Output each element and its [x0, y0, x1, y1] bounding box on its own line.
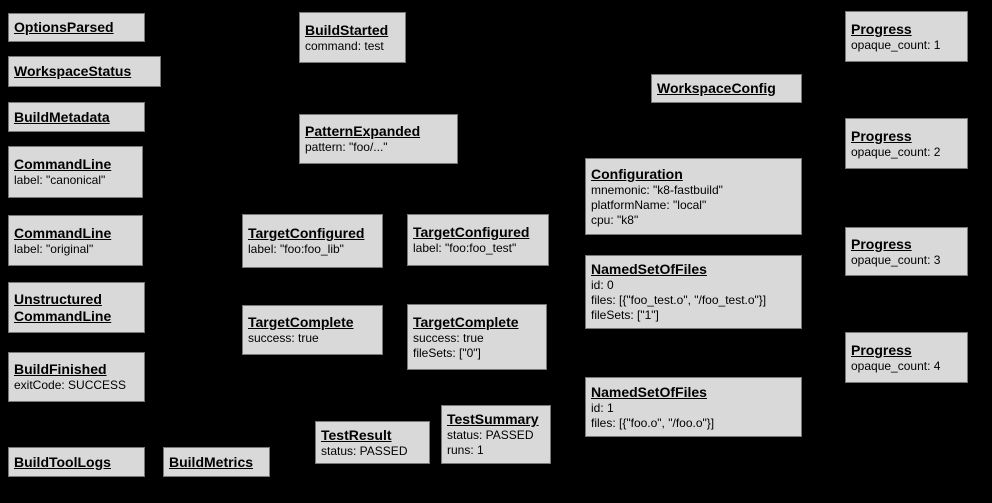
- node-command-line-canonical: CommandLine label: "canonical": [8, 146, 143, 198]
- node-named-set-of-files-0: NamedSetOfFiles id: 0 files: [{"foo_test…: [585, 255, 802, 329]
- node-title: NamedSetOfFiles: [591, 383, 707, 400]
- node-title: OptionsParsed: [14, 19, 114, 35]
- node-field: opaque_count: 2: [851, 144, 941, 159]
- node-field: command: test: [305, 38, 384, 53]
- node-test-result: TestResult status: PASSED: [315, 421, 430, 464]
- node-test-summary: TestSummary status: PASSED runs: 1: [441, 405, 551, 464]
- node-field: runs: 1: [447, 443, 484, 457]
- node-field: label: "canonical": [14, 173, 106, 187]
- node-named-set-of-files-1: NamedSetOfFiles id: 1 files: [{"foo.o", …: [585, 377, 802, 437]
- node-title: CommandLine: [14, 156, 112, 172]
- node-target-complete-foo-test: TargetComplete success: true fileSets: […: [407, 304, 547, 370]
- node-field: opaque_count: 1: [851, 37, 941, 52]
- node-title: TestResult: [321, 426, 392, 443]
- node-title: Unstructured: [14, 290, 102, 307]
- node-command-line-original: CommandLine label: "original": [8, 215, 143, 266]
- node-field: exitCode: SUCCESS: [14, 378, 127, 392]
- node-field: id: 0: [591, 278, 614, 292]
- node-title: TargetConfigured: [413, 224, 530, 240]
- node-title: TargetConfigured: [248, 225, 365, 241]
- node-pattern-expanded: PatternExpanded pattern: "foo/...": [299, 114, 458, 164]
- node-field: success: true: [413, 330, 484, 345]
- node-workspace-config: WorkspaceConfig: [651, 74, 802, 103]
- node-build-metadata: BuildMetadata: [8, 102, 145, 132]
- node-title: BuildMetadata: [14, 108, 110, 125]
- node-field: mnemonic: "k8-fastbuild": [591, 182, 723, 197]
- node-title: TargetComplete: [248, 314, 354, 330]
- node-field: pattern: "foo/...": [305, 140, 388, 154]
- node-field: success: true: [248, 331, 319, 345]
- node-build-finished: BuildFinished exitCode: SUCCESS: [8, 352, 145, 402]
- node-title: BuildStarted: [305, 21, 389, 38]
- node-field: status: PASSED: [447, 428, 534, 442]
- node-field: id: 1: [591, 400, 614, 415]
- node-title: BuildMetrics: [169, 453, 254, 470]
- node-title: WorkspaceConfig: [657, 80, 776, 96]
- node-field: label: "foo:foo_test": [413, 241, 517, 255]
- node-field: fileSets: ["1"]: [591, 308, 659, 322]
- node-title: CommandLine: [14, 224, 112, 241]
- node-title: Progress: [851, 20, 912, 37]
- node-title: Progress: [851, 127, 912, 144]
- node-build-tool-logs: BuildToolLogs: [8, 447, 145, 477]
- node-title: NamedSetOfFiles: [591, 261, 707, 277]
- node-title: PatternExpanded: [305, 123, 421, 139]
- node-title: Progress: [851, 235, 912, 252]
- node-build-metrics: BuildMetrics: [163, 447, 270, 477]
- node-target-configured-foo-lib: TargetConfigured label: "foo:foo_lib": [242, 214, 383, 268]
- node-target-complete-foo-lib: TargetComplete success: true: [242, 305, 383, 355]
- node-field: opaque_count: 3: [851, 252, 941, 267]
- node-progress-2: Progress opaque_count: 2: [845, 118, 968, 169]
- node-progress-4: Progress opaque_count: 4: [845, 332, 968, 383]
- node-title: BuildFinished: [14, 361, 107, 377]
- node-target-configured-foo-test: TargetConfigured label: "foo:foo_test": [407, 214, 549, 266]
- node-unstructured-command-line: Unstructured CommandLine: [8, 282, 145, 333]
- node-field: platformName: "local": [591, 197, 707, 212]
- node-field: files: [{"foo_test.o", "/foo_test.o"}]: [591, 293, 767, 307]
- node-field: fileSets: ["0"]: [413, 345, 481, 360]
- node-title: Configuration: [591, 165, 683, 182]
- node-field: label: "original": [14, 241, 94, 256]
- node-title: Progress: [851, 341, 912, 358]
- node-field: files: [{"foo.o", "/foo.o"}]: [591, 415, 715, 430]
- node-workspace-status: WorkspaceStatus: [8, 56, 161, 87]
- node-title: WorkspaceStatus: [14, 63, 132, 79]
- node-progress-3: Progress opaque_count: 3: [845, 227, 968, 276]
- node-title: BuildToolLogs: [14, 453, 111, 470]
- node-field: opaque_count: 4: [851, 358, 941, 373]
- node-title: TestSummary: [447, 411, 539, 427]
- node-field: label: "foo:foo_lib": [248, 242, 344, 256]
- node-title: TargetComplete: [413, 313, 519, 330]
- node-options-parsed: OptionsParsed: [8, 13, 145, 42]
- node-build-started: BuildStarted command: test: [299, 12, 406, 63]
- node-progress-1: Progress opaque_count: 1: [845, 11, 968, 62]
- node-title-line2: CommandLine: [14, 307, 112, 324]
- node-field: cpu: "k8": [591, 212, 639, 227]
- node-configuration: Configuration mnemonic: "k8-fastbuild" p…: [585, 158, 802, 235]
- node-field: status: PASSED: [321, 443, 408, 458]
